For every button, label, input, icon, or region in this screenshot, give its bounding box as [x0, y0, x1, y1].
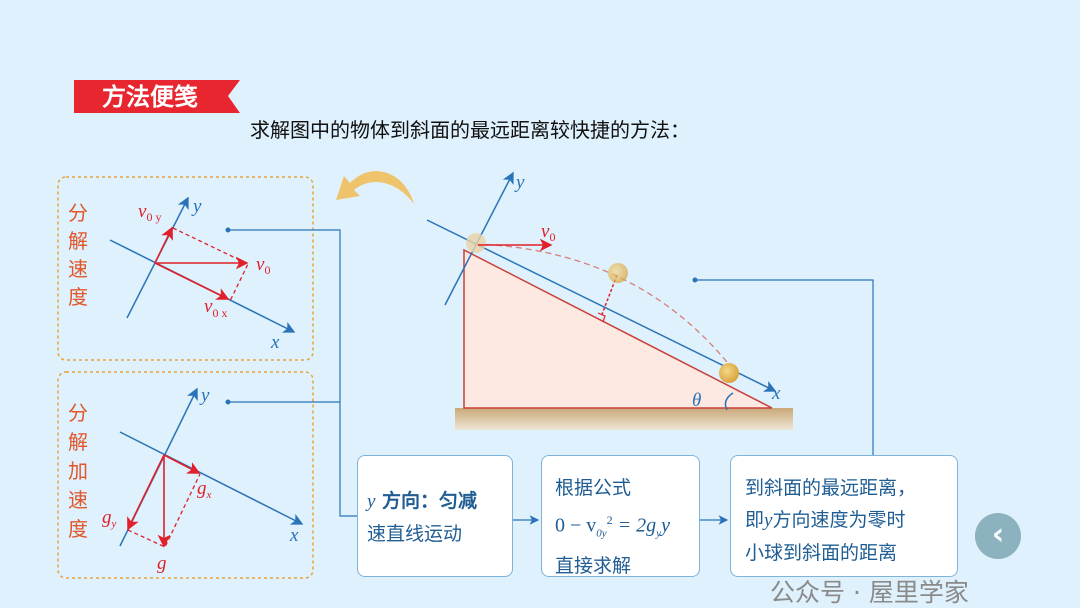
x-axis — [426, 219, 777, 392]
panel-label-char: 度 — [68, 517, 88, 541]
step-text: 速直线运动 — [367, 523, 463, 545]
panel-label-char: 分 — [68, 401, 88, 425]
right-angle-mark — [597, 312, 606, 323]
ball-middle — [608, 263, 628, 283]
step-text: 小球到斜面的距离 — [745, 542, 898, 564]
panel-label-char: 解 — [68, 229, 88, 253]
angle-arc — [724, 392, 734, 411]
x-axis-label: x — [289, 525, 299, 546]
panel-label-char: 度 — [68, 285, 88, 309]
v0x-vector — [154, 262, 230, 300]
var-y: y — [367, 491, 376, 512]
step-text: 根据公式 — [555, 477, 632, 499]
chevron-left-icon[interactable]: ‹ — [975, 513, 1021, 559]
step-box-3: 到斜面的最远距离， 即y方向速度为零时 小球到斜面的距离 — [730, 455, 958, 577]
panel-label-char: 分 — [68, 201, 88, 225]
page-title: 求解图中的物体到斜面的最远距离较快捷的方法： — [250, 118, 690, 142]
gx-vector — [163, 454, 201, 474]
incline — [463, 248, 773, 409]
y-axis-label: y — [199, 385, 210, 406]
x-axis-label: x — [270, 332, 280, 353]
step-box-2: 根据公式 0 − v0y2 = 2gyy 直接求解 — [541, 455, 700, 577]
v0y-vector — [154, 226, 173, 264]
projection-dashes — [127, 473, 201, 548]
panel-label-char: 速 — [68, 257, 88, 281]
formula: 0 − v0y2 = 2gyy — [555, 513, 670, 540]
gy-label: gy — [102, 507, 117, 530]
gy-vector — [127, 454, 165, 531]
method-banner: 方法便笺 — [74, 80, 240, 113]
panel-decompose-acceleration: 分 解 加 速 度 y x g gy gx — [57, 371, 314, 579]
curved-arrow-icon — [336, 171, 414, 204]
v0x-label: v0 x — [204, 296, 227, 320]
step-text: 方向：匀减 — [375, 490, 478, 512]
connector-lines — [228, 229, 874, 525]
ground — [455, 408, 793, 430]
y-axis-label: y — [514, 172, 525, 193]
ball-end — [719, 363, 739, 383]
v0-label: v0 — [256, 254, 270, 277]
gx-label: gx — [197, 478, 212, 501]
watermark: 公众号 · 屋里学家 — [770, 578, 969, 607]
v0y-label: v0 y — [138, 201, 161, 224]
panel-label-char: 速 — [68, 488, 88, 512]
x-axis-label: x — [771, 383, 781, 404]
step-text: 到斜面的最远距离， — [745, 477, 917, 499]
panel-decompose-velocity: 分 解 速 度 y x v0 y v0 v0 x — [57, 176, 314, 361]
v0-label: v0 — [541, 221, 555, 244]
g-label: g — [157, 553, 167, 574]
incline-diagram: v0 y x θ — [426, 171, 793, 430]
step-text: 即y方向速度为零时 — [745, 509, 906, 531]
y-axis-label: y — [191, 196, 202, 217]
step-box-1: y 方向：匀减 速直线运动 — [357, 455, 513, 577]
ball-start — [466, 233, 486, 253]
x-axis — [119, 431, 304, 525]
panel-label-char: 解 — [68, 430, 88, 454]
panel-label-char: 加 — [68, 459, 88, 483]
step-text: 直接求解 — [555, 554, 632, 577]
banner-label: 方法便笺 — [102, 83, 198, 111]
angle-label: θ — [692, 390, 701, 411]
